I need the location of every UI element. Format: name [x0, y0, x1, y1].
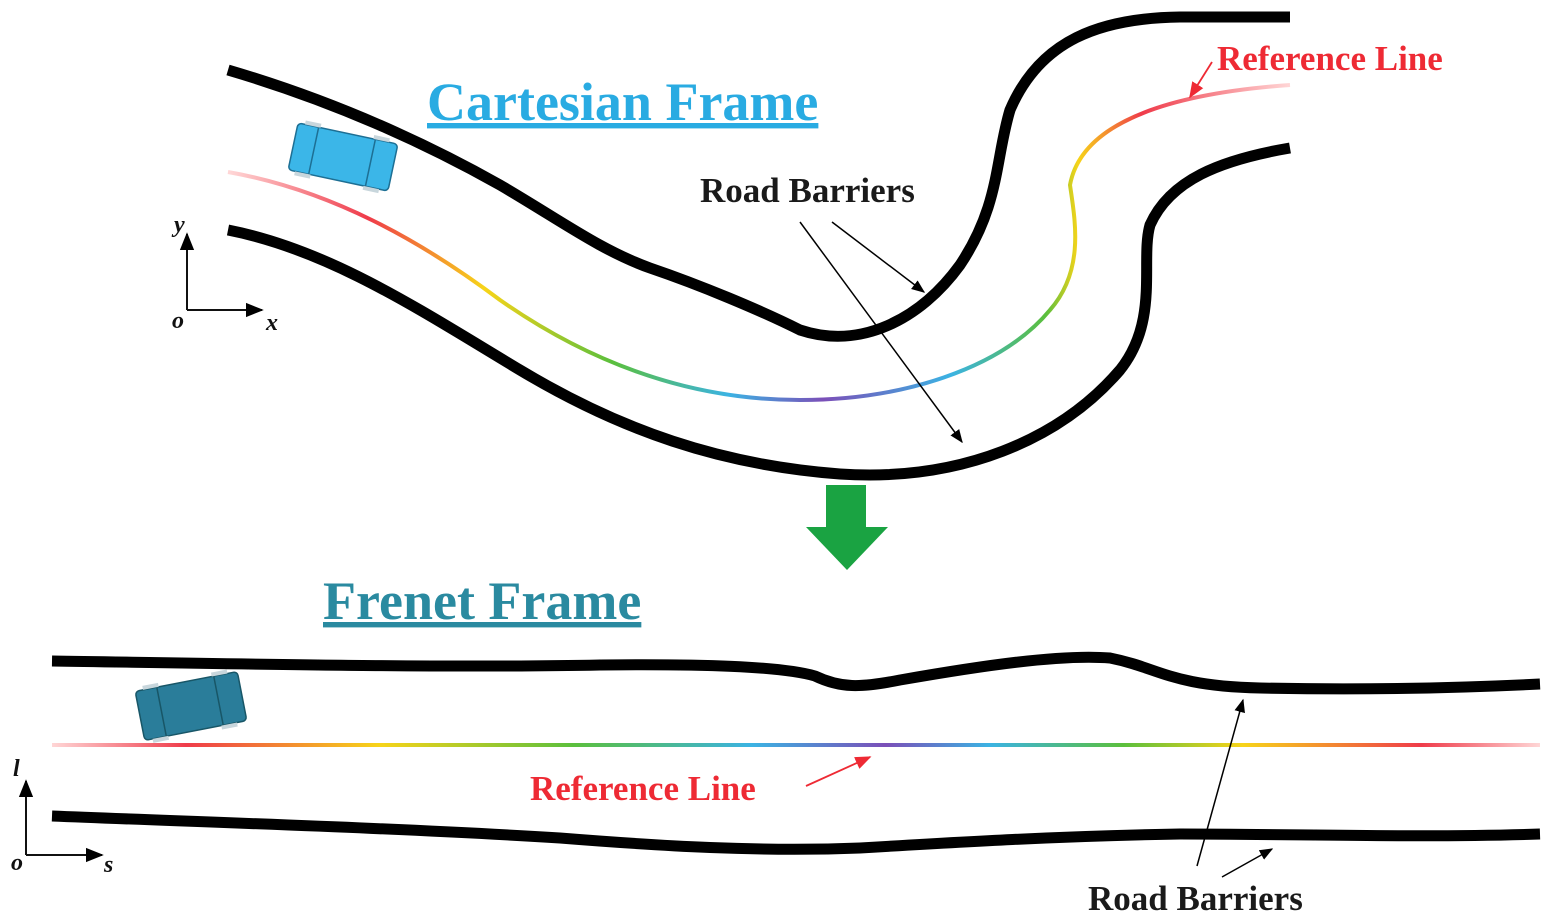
cartesian-axis-x: x: [265, 310, 278, 336]
frenet-axis-origin: o: [11, 850, 23, 876]
cartesian-reference-line-label: Reference Line: [1217, 39, 1443, 78]
frenet-frame: Frenet Frame Reference Line Road Barrier…: [11, 571, 1541, 918]
frenet-upper-barrier: [51, 651, 1541, 695]
frenet-reference-line-label: Reference Line: [530, 769, 756, 808]
barrier-pointer-arrow: [1221, 848, 1274, 878]
cartesian-upper-barrier: [226, 11, 1290, 342]
frenet-road-barriers-label: Road Barriers: [1088, 879, 1303, 918]
reference-pointer-arrow: [1189, 61, 1213, 99]
frenet-frame-title: Frenet Frame: [323, 571, 641, 631]
cartesian-lower-barrier: [226, 142, 1291, 481]
cartesian-road-barriers-label: Road Barriers: [700, 171, 915, 210]
car-icon: [135, 669, 247, 743]
barrier-pointer-arrow: [1196, 698, 1245, 867]
frenet-axis-s: s: [103, 852, 113, 878]
cartesian-frame: Cartesian Frame Road Barriers Reference …: [171, 11, 1443, 481]
frenet-lower-barrier: [51, 810, 1541, 855]
car-icon: [288, 120, 398, 194]
reference-pointer-arrow: [805, 756, 872, 787]
barrier-pointer-arrow: [831, 221, 926, 293]
frenet-axis-icon: o s l: [11, 756, 113, 878]
cartesian-axis-icon: o x y: [171, 212, 278, 336]
cartesian-reference-line: [227, 83, 1291, 403]
down-arrow-icon: [806, 485, 888, 570]
frenet-axis-l: l: [13, 756, 20, 782]
barrier-pointer-arrow: [799, 221, 963, 444]
cartesian-axis-y: y: [171, 212, 185, 238]
cartesian-axis-origin: o: [172, 308, 184, 334]
cartesian-frame-title: Cartesian Frame: [427, 72, 818, 132]
